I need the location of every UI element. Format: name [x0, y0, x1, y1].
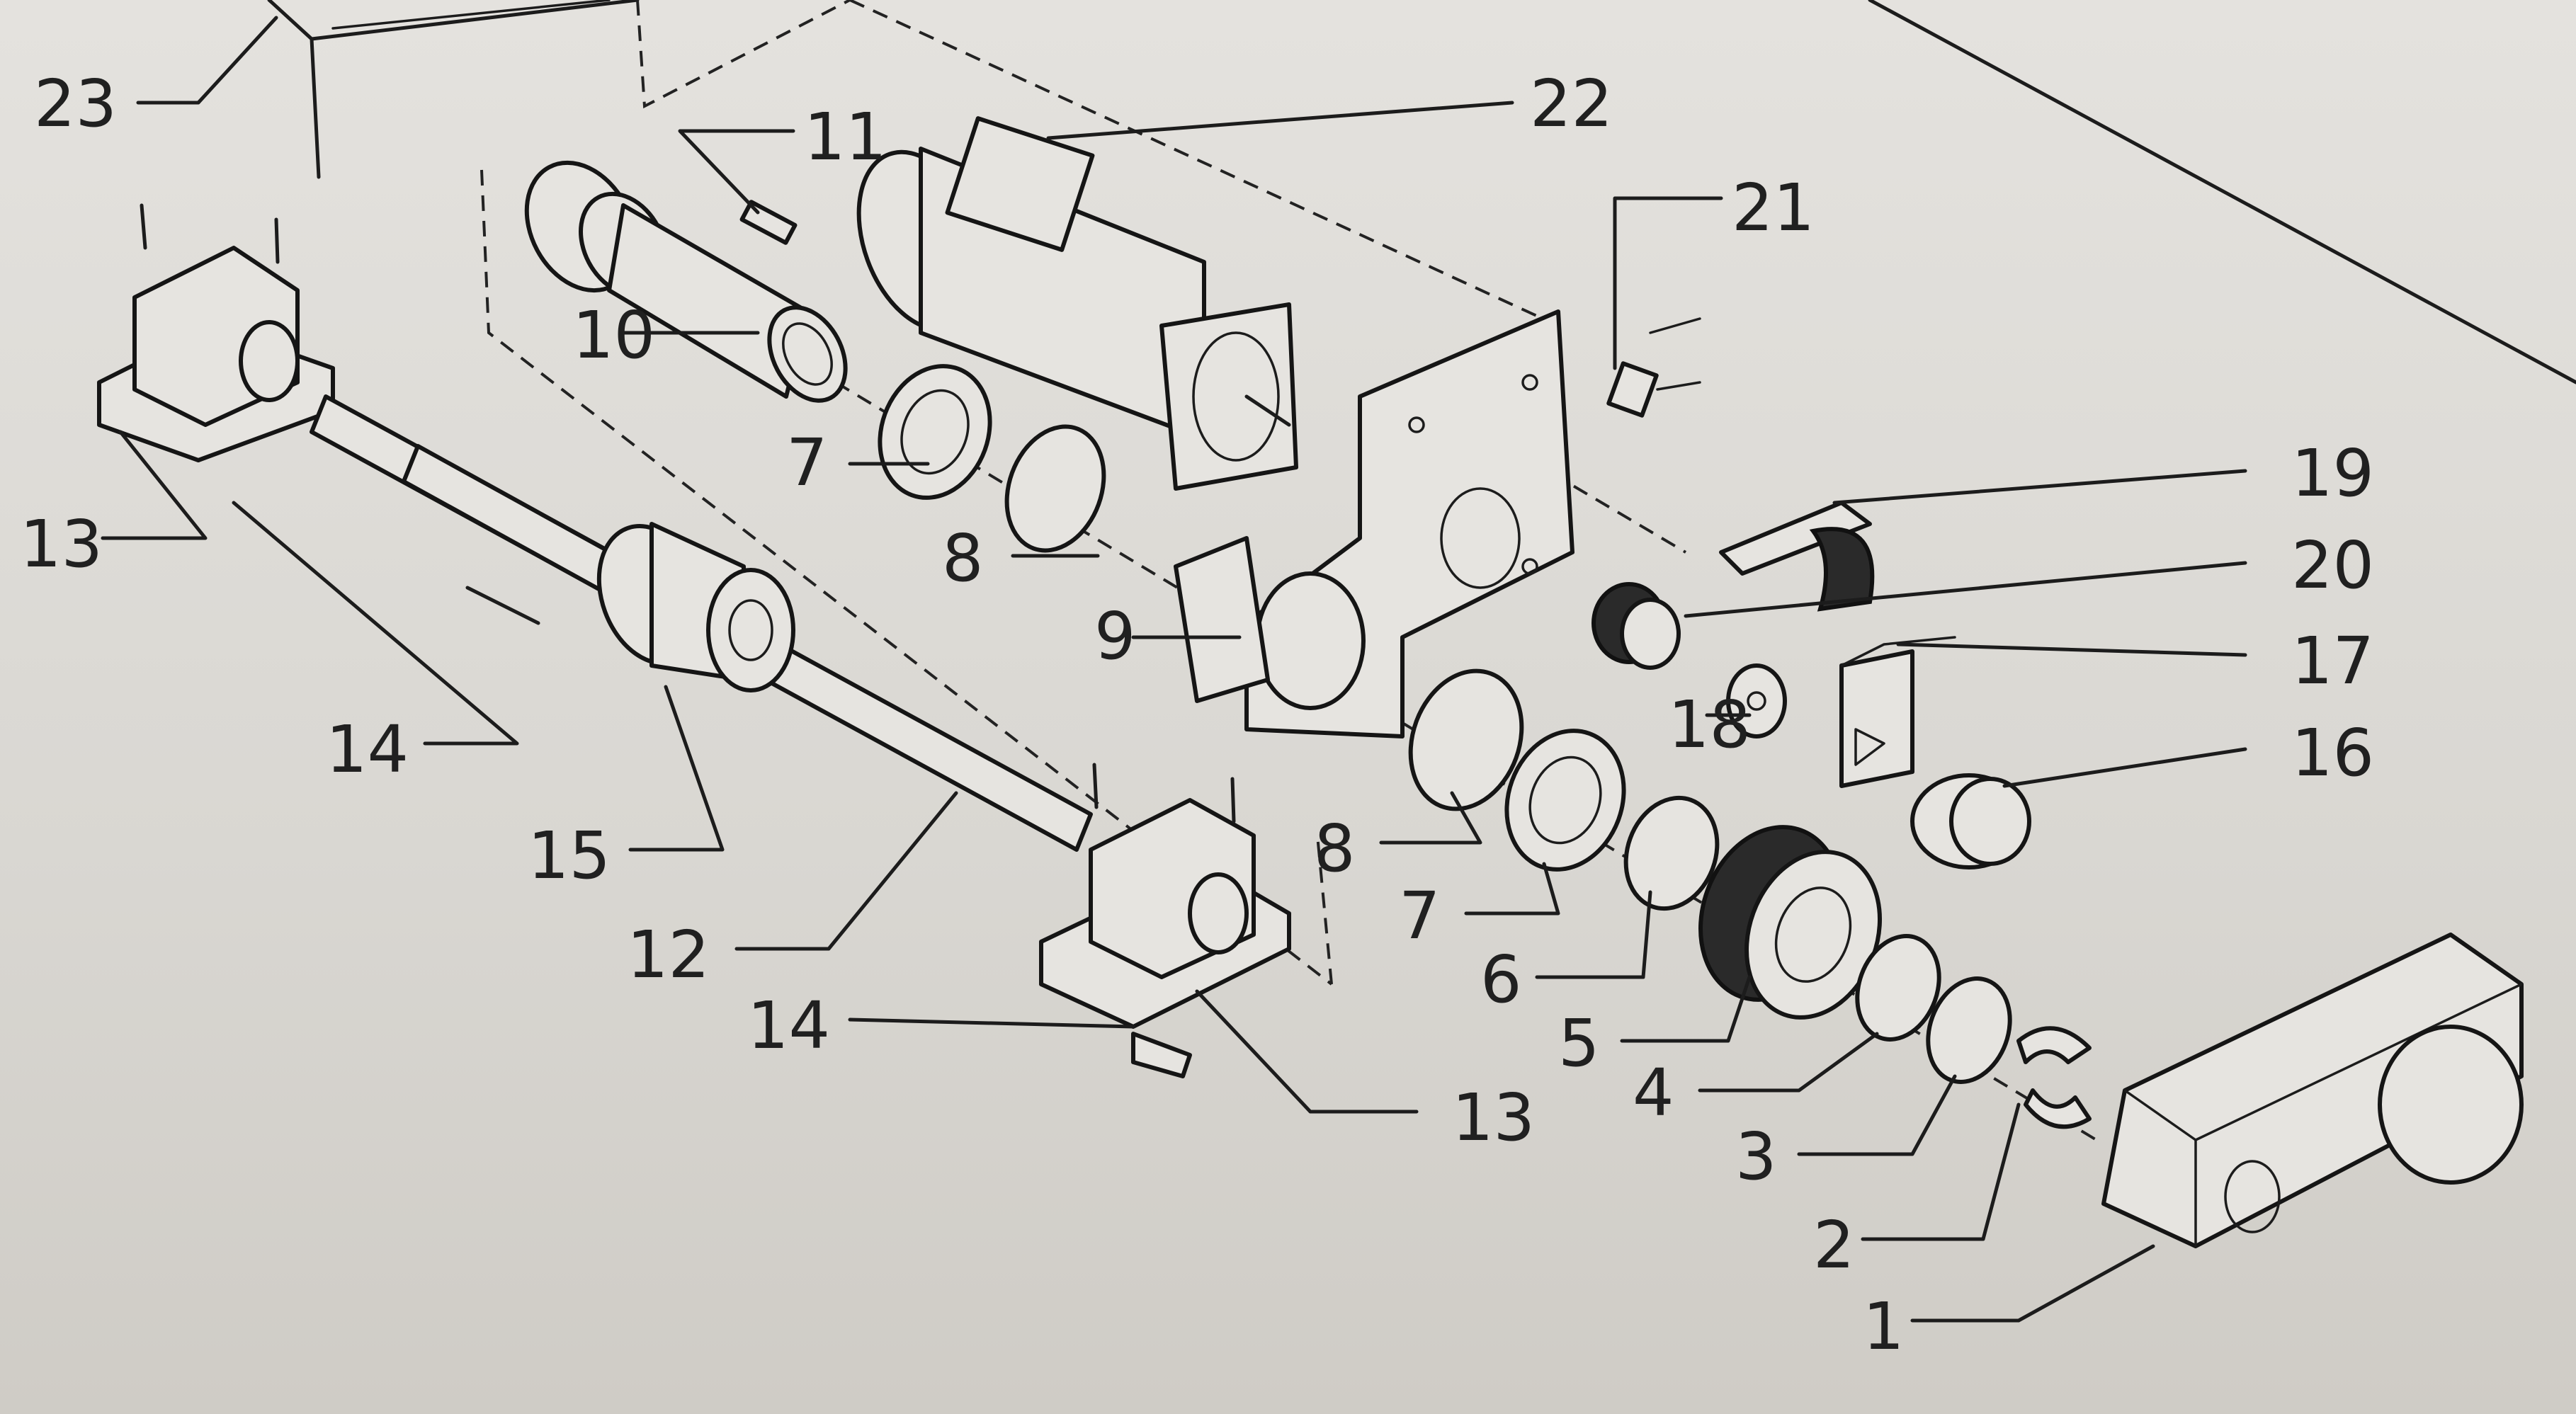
label-20: 20 [2291, 528, 2374, 603]
part-7-bearing-upper-inner [900, 389, 970, 475]
part-2-split-collar [2016, 1026, 2092, 1129]
part-18-disc [1726, 663, 1787, 739]
part-13-pillow-block-right [1039, 763, 1291, 1078]
label-21: 21 [1732, 170, 1815, 246]
label-2: 2 [1813, 1207, 1855, 1283]
label-14-left: 14 [326, 712, 409, 787]
label-11: 11 [804, 99, 887, 175]
part-17-sensor-bracket [1839, 636, 1956, 788]
part-1-gearbox [2101, 933, 2524, 1248]
label-14-right: 14 [747, 988, 830, 1064]
label-10: 10 [572, 297, 655, 373]
label-3: 3 [1735, 1119, 1777, 1195]
label-5: 5 [1558, 1005, 1600, 1081]
part-11-key [739, 200, 798, 245]
part-4-washer [1855, 934, 1941, 1042]
part-16-sensor-cap [1910, 773, 2031, 870]
leader-lines [101, 16, 2247, 1323]
paper-edge-line [1868, 0, 2576, 384]
label-15: 15 [528, 818, 611, 894]
part-13-pillow-block-left [97, 203, 335, 462]
part-6-ring [1623, 795, 1720, 911]
label-19: 19 [2291, 435, 2374, 511]
label-23: 23 [34, 66, 117, 142]
label-8-upper: 8 [942, 520, 984, 596]
label-13-right: 13 [1452, 1080, 1535, 1156]
part-22-motor [856, 116, 1298, 491]
label-9: 9 [1094, 598, 1136, 674]
label-18: 18 [1668, 687, 1751, 763]
label-8-lower: 8 [1314, 811, 1356, 886]
label-1: 1 [1863, 1289, 1905, 1364]
part-10-spindle-sleeve [524, 160, 848, 403]
part-7-bearing-lower [1504, 729, 1626, 872]
part-8-ring-lower [1408, 668, 1524, 811]
part-15-coupling [465, 522, 795, 692]
part-20-belt-sleeve [1591, 582, 1681, 670]
part-7-bearing-upper [878, 364, 992, 500]
label-7-lower: 7 [1399, 878, 1441, 954]
part-5-timing-pulley [1698, 825, 1883, 1020]
label-16: 16 [2291, 715, 2374, 791]
label-22: 22 [1530, 66, 1613, 142]
part-number-labels: 23 22 11 21 10 7 8 9 19 20 17 18 16 13 1… [20, 66, 2374, 1364]
label-7-upper: 7 [786, 425, 828, 501]
label-12: 12 [627, 917, 710, 993]
label-13-left: 13 [20, 506, 103, 582]
part-8-ring-upper [1004, 424, 1106, 553]
part-21-bracket [1606, 317, 1701, 418]
part-23-housing [267, 0, 851, 179]
label-6: 6 [1480, 942, 1522, 1017]
label-17: 17 [2291, 623, 2374, 699]
part-9-mounting-plate [1174, 309, 1574, 739]
label-4: 4 [1633, 1055, 1674, 1131]
part-7-bearing-lower-inner [1528, 756, 1602, 845]
part-19-clamp [1719, 501, 1875, 612]
